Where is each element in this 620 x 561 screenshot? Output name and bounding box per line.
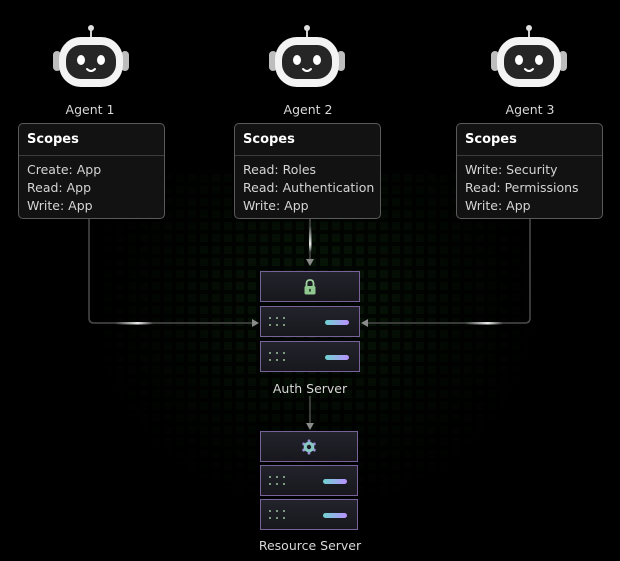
- agent-1-scopes-title: Scopes: [19, 124, 164, 156]
- agent-1-label: Agent 1: [65, 102, 115, 117]
- auth-server-label: Auth Server: [272, 381, 348, 396]
- auth-server-rack-unit-2: [260, 341, 360, 372]
- resource-server-gear-unit: [260, 431, 358, 462]
- arrow-agent2: [306, 259, 314, 266]
- agent-2-scopes-card: Scopes Read: Roles Read: Authentication …: [234, 123, 381, 219]
- indicator-dots: [269, 315, 287, 329]
- scope-item: Create: App: [27, 162, 102, 177]
- status-bar: [323, 479, 347, 484]
- indicator-dots: [269, 350, 287, 364]
- robot-agent-2-icon: [269, 25, 345, 87]
- wire-glow-agent1: [115, 322, 153, 325]
- agent-2-scopes-title: Scopes: [235, 124, 380, 156]
- scope-item: Write: App: [243, 198, 309, 213]
- robot-agent-1-icon: [53, 25, 129, 87]
- wire-agent3-auth: [368, 219, 531, 324]
- agent-3-label: Agent 3: [505, 102, 555, 117]
- scope-item: Read: Roles: [243, 162, 317, 177]
- wire-glow-agent2: [309, 226, 312, 252]
- status-bar: [323, 513, 347, 518]
- agent-3-scopes-card: Scopes Write: Security Read: Permissions…: [456, 123, 603, 219]
- scope-item: Write: App: [27, 198, 93, 213]
- agent-2-label: Agent 2: [283, 102, 333, 117]
- auth-server-lock-unit: [260, 271, 360, 302]
- status-bar: [325, 320, 349, 325]
- agent-3-scopes-list: Write: Security Read: Permissions Write:…: [457, 156, 602, 215]
- gear-icon: [302, 439, 316, 454]
- scope-item: Read: App: [27, 180, 92, 195]
- agent-1-scopes-list: Create: App Read: App Write: App: [19, 156, 164, 215]
- indicator-dots: [269, 474, 287, 488]
- resource-server-rack-unit-1: [260, 465, 358, 496]
- status-bar: [325, 355, 349, 360]
- wire-agent1-auth: [88, 219, 252, 324]
- scope-item: Write: Security: [465, 162, 558, 177]
- agent-3-scopes-title: Scopes: [457, 124, 602, 156]
- scope-item: Read: Permissions: [465, 180, 579, 195]
- scope-item: Write: App: [465, 198, 531, 213]
- arrow-agent3: [361, 319, 368, 327]
- indicator-dots: [269, 508, 287, 522]
- robot-agent-3-icon: [491, 25, 567, 87]
- scope-item: Read: Authentication: [243, 180, 375, 195]
- resource-server-rack-unit-2: [260, 499, 358, 530]
- auth-server-rack-unit-1: [260, 306, 360, 337]
- agent-2-scopes-list: Read: Roles Read: Authentication Write: …: [235, 156, 380, 215]
- agent-1-scopes-card: Scopes Create: App Read: App Write: App: [18, 123, 165, 219]
- resource-server-label: Resource Server: [258, 538, 362, 553]
- arrow-agent1: [252, 319, 259, 327]
- lock-icon: [304, 278, 316, 294]
- arrow-auth-resource: [306, 423, 314, 430]
- wire-glow-agent3: [465, 322, 503, 325]
